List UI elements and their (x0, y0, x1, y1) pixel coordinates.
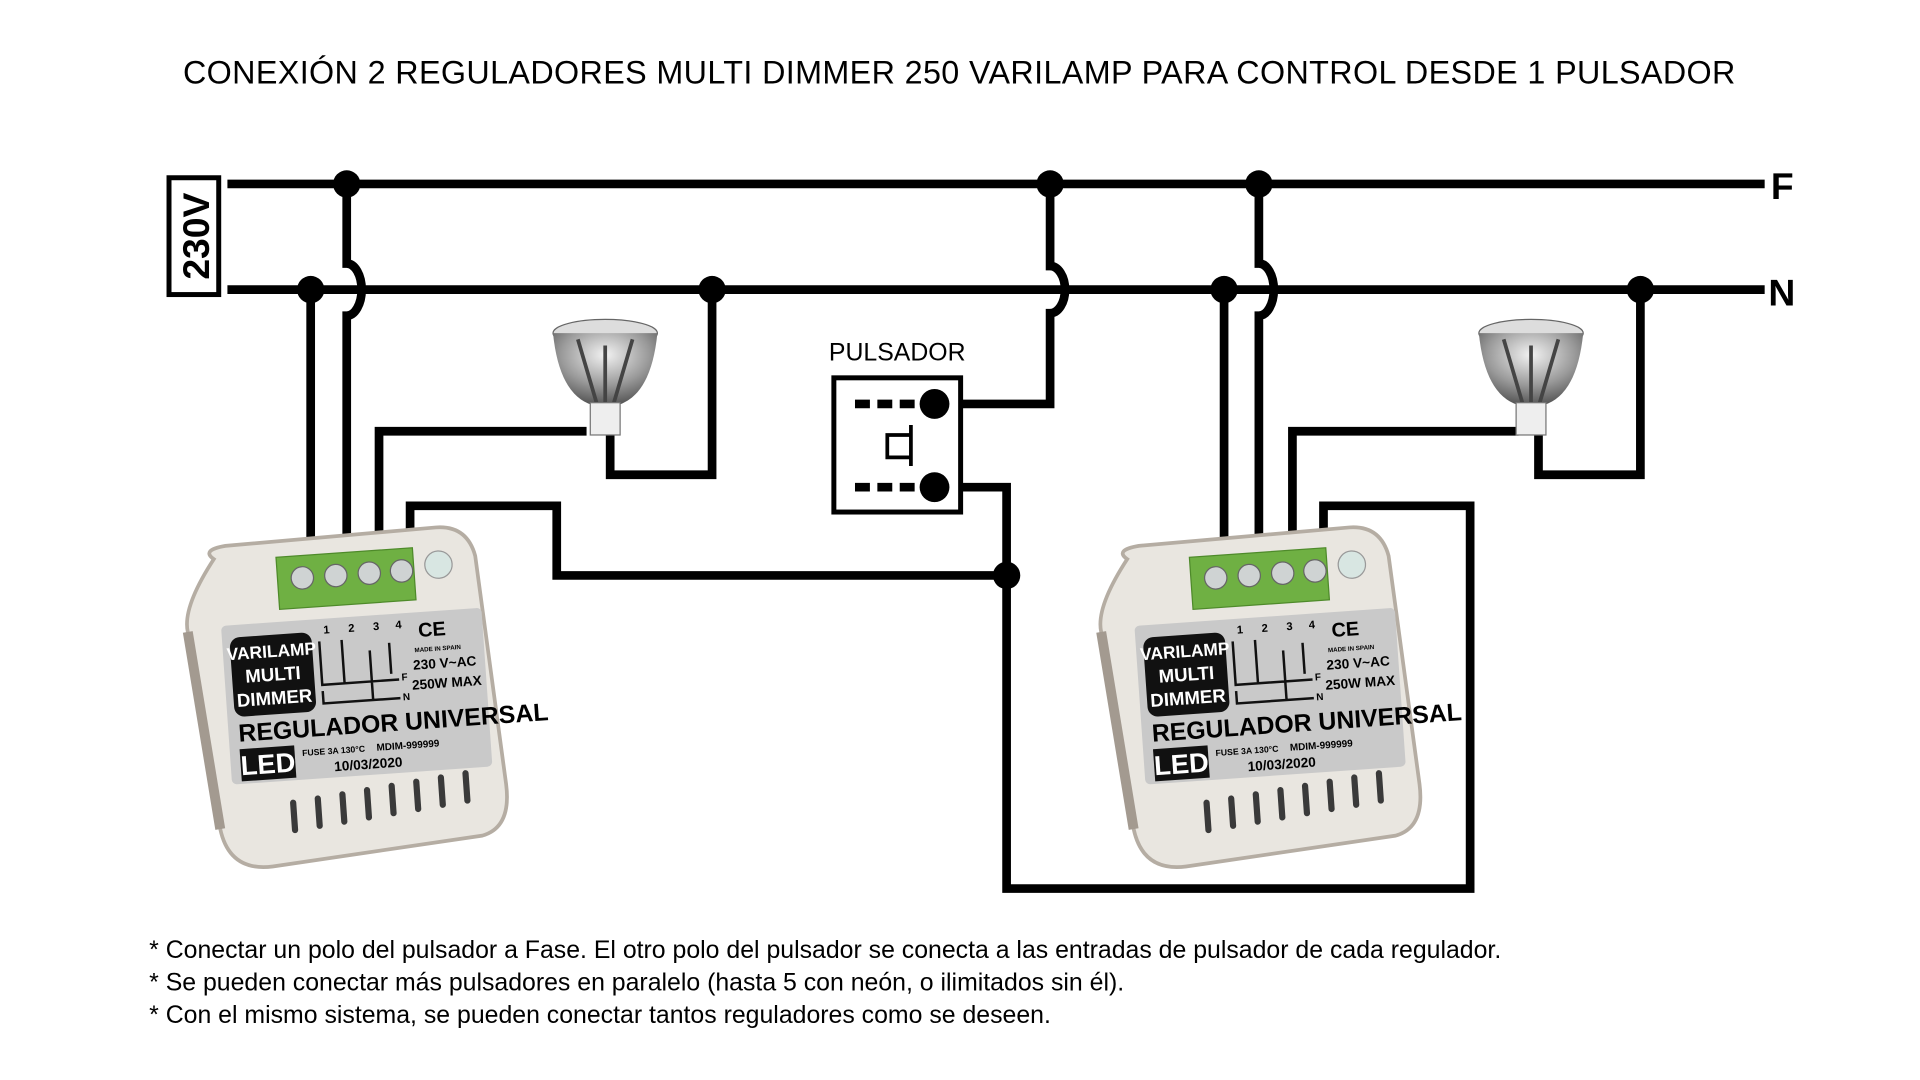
svg-text:MULTI: MULTI (1158, 662, 1215, 687)
right-wiring (1219, 183, 1645, 572)
lamp-icon (552, 318, 659, 436)
svg-text:LED: LED (240, 746, 297, 781)
svg-text:4: 4 (395, 619, 403, 631)
svg-text:N: N (1316, 692, 1324, 703)
junction-dots (297, 170, 1655, 590)
svg-text:MDIM-999999: MDIM-999999 (376, 738, 440, 753)
svg-text:1: 1 (323, 624, 330, 636)
voltage-label: 230V (175, 193, 217, 280)
supply-label: 230V (166, 175, 222, 298)
pushbutton-symbol-icon (885, 425, 913, 467)
pushbutton-wiring (934, 183, 1475, 893)
svg-text:MDIM-999999: MDIM-999999 (1290, 738, 1354, 753)
svg-text:10/03/2020: 10/03/2020 (1247, 754, 1317, 774)
svg-text:CE: CE (1331, 618, 1360, 642)
svg-text:250W MAX: 250W MAX (411, 673, 482, 693)
svg-text:MULTI: MULTI (245, 662, 302, 687)
pushbutton: PULSADOR (829, 339, 966, 515)
note-1: * Conectar un polo del pulsador a Fase. … (149, 937, 1501, 964)
neutral-label: N (1768, 272, 1795, 314)
svg-text:N: N (403, 692, 411, 703)
svg-text:230 V~AC: 230 V~AC (1326, 653, 1390, 672)
svg-text:10/03/2020: 10/03/2020 (334, 754, 404, 774)
lamp-icon (1478, 318, 1584, 436)
svg-text:3: 3 (373, 621, 380, 633)
note-2: * Se pueden conectar más pulsadores en p… (149, 969, 1124, 996)
svg-text:VARILAMP: VARILAMP (226, 638, 317, 664)
svg-text:230 V~AC: 230 V~AC (413, 653, 477, 672)
svg-text:CE: CE (417, 618, 446, 642)
svg-text:250W MAX: 250W MAX (1325, 673, 1396, 693)
svg-text:4: 4 (1308, 619, 1316, 631)
svg-text:FUSE 3A 130°C: FUSE 3A 130°C (1215, 744, 1279, 758)
svg-text:VARILAMP: VARILAMP (1139, 638, 1230, 664)
pushbutton-label: PULSADOR (829, 339, 966, 366)
notes: * Conectar un polo del pulsador a Fase. … (149, 937, 1501, 1029)
svg-text:MADE IN SPAIN: MADE IN SPAIN (1328, 644, 1375, 654)
phase-label: F (1771, 165, 1794, 207)
svg-text:2: 2 (1261, 623, 1268, 635)
svg-text:3: 3 (1286, 621, 1293, 633)
svg-text:1: 1 (1236, 624, 1243, 636)
svg-text:FUSE 3A 130°C: FUSE 3A 130°C (302, 744, 366, 758)
svg-text:LED: LED (1153, 746, 1210, 781)
note-3: * Con el mismo sistema, se pueden conect… (149, 1002, 1051, 1029)
page-title: CONEXIÓN 2 REGULADORES MULTI DIMMER 250 … (183, 53, 1736, 90)
svg-text:F: F (401, 672, 408, 683)
svg-text:F: F (1315, 672, 1322, 683)
left-wiring (306, 183, 1007, 580)
svg-text:MADE IN SPAIN: MADE IN SPAIN (414, 644, 461, 654)
svg-text:2: 2 (348, 623, 355, 635)
